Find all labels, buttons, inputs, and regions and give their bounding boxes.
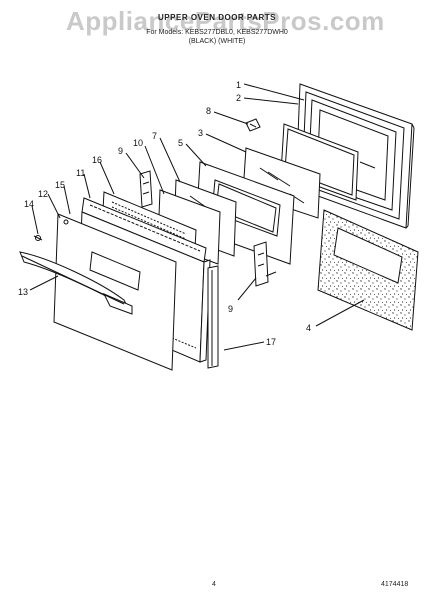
callout-5: 5 [178, 138, 183, 148]
callout-8: 8 [206, 106, 211, 116]
page-number: 4 [212, 581, 216, 588]
screw-part-15 [63, 219, 69, 225]
watermark: AppliancePartsPros.com [66, 6, 385, 36]
callout-16: 16 [92, 155, 102, 165]
callout-1: 1 [236, 80, 241, 90]
models-line: For Models: KEBS277DBL0, KEBS277DWH0 [146, 29, 288, 36]
callout-11: 11 [76, 168, 85, 178]
door-frame-part-2 [280, 123, 359, 201]
callout-15: 15 [55, 180, 65, 190]
bracket-part-8 [245, 118, 261, 132]
front-glass-part-12 [53, 213, 177, 371]
document-number: 4174418 [381, 581, 409, 588]
callout-9-left: 9 [118, 146, 123, 156]
door-handle-part-13 [19, 251, 133, 315]
callout-14: 14 [24, 199, 34, 209]
callout-17: 17 [266, 337, 276, 347]
hinge-bracket-part-9-left [139, 170, 153, 208]
callout-4: 4 [306, 323, 311, 333]
callout-9-right: 9 [228, 304, 233, 314]
callout-3: 3 [198, 128, 203, 138]
callout-10: 10 [133, 138, 143, 148]
hinge-bracket-part-9-right [253, 241, 277, 287]
callout-2: 2 [236, 93, 241, 103]
callout-7: 7 [152, 131, 157, 141]
colors-line: (BLACK) (WHITE) [188, 38, 246, 45]
callout-12: 12 [38, 189, 48, 199]
leader-lines [29, 83, 365, 351]
screw-part-14 [33, 235, 43, 241]
diagram-title: UPPER OVEN DOOR PARTS [158, 13, 276, 22]
insulation-panel-part-4 [317, 209, 419, 331]
callout-labels: 1 2 3 4 5 7 8 9 9 10 11 12 13 14 15 16 1… [18, 80, 311, 347]
side-trim-part-17 [207, 265, 219, 369]
callout-13: 13 [18, 287, 28, 297]
